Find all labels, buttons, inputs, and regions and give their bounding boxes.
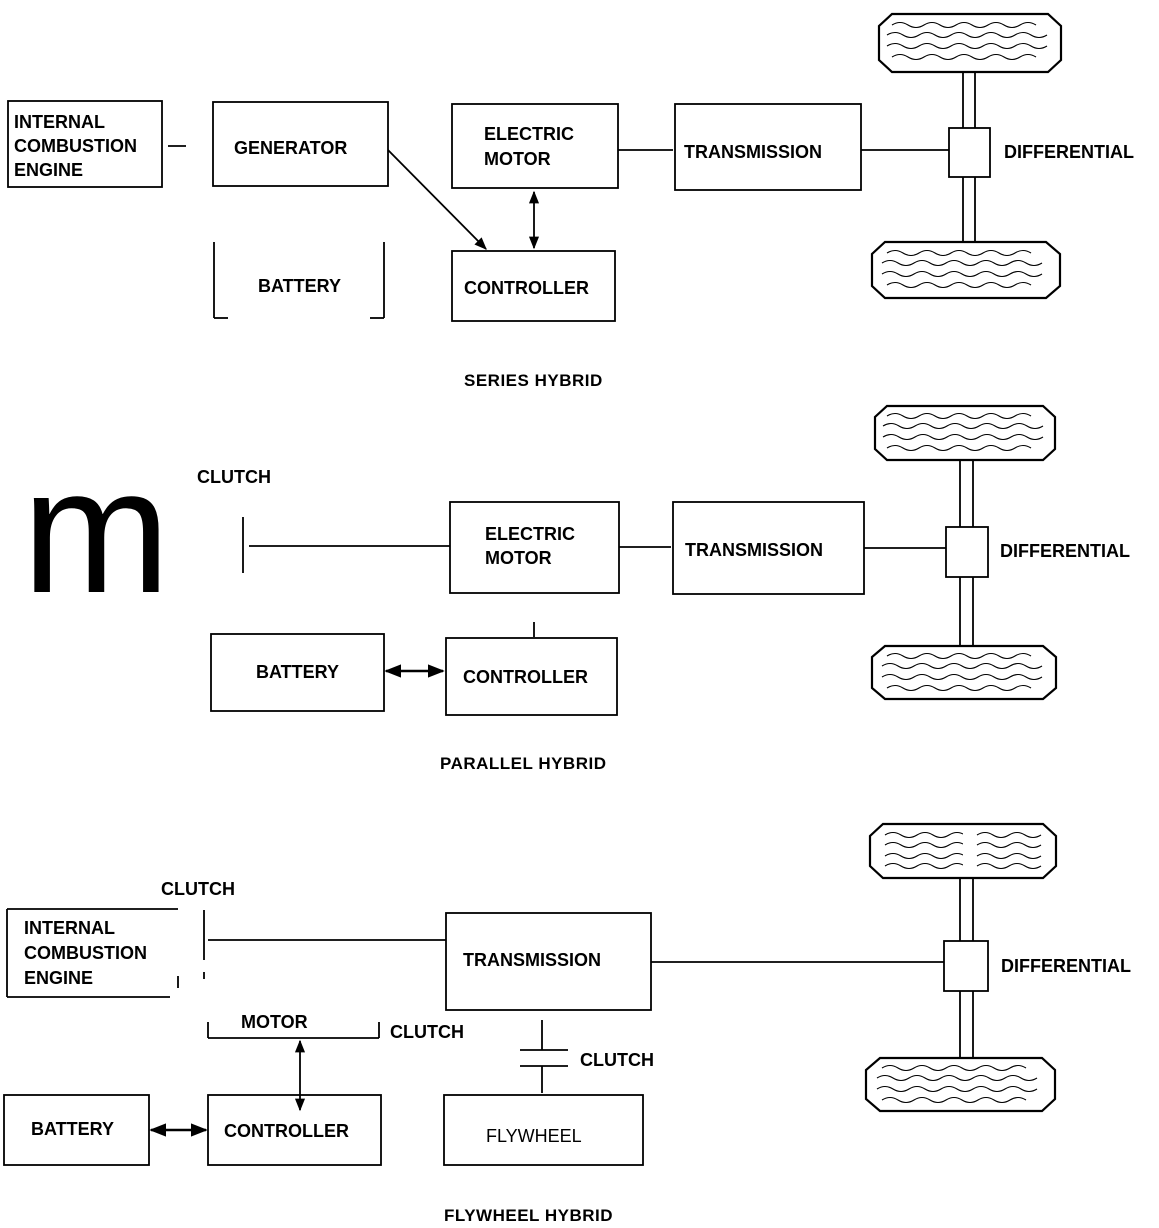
transmission-label: TRANSMISSION	[685, 540, 823, 560]
flywheel-label: FLYWHEEL	[486, 1126, 582, 1146]
parallel-title: PARALLEL HYBRID	[440, 754, 607, 773]
motor-box-partial	[207, 1022, 380, 1039]
motor-label-1: ELECTRIC	[484, 124, 574, 144]
battery-box	[3, 1094, 150, 1166]
engine-label-1: INTERNAL	[14, 112, 105, 132]
battery-label: BATTERY	[256, 662, 339, 682]
controller-box	[445, 637, 618, 716]
transmission-box	[674, 103, 862, 191]
series-title: SERIES HYBRID	[464, 371, 603, 390]
wheel-icon	[864, 1056, 1057, 1113]
differential-box	[945, 526, 989, 578]
differential-label: DIFFERENTIAL	[1001, 956, 1131, 976]
motor-label-2: MOTOR	[485, 548, 552, 568]
controller-label: CONTROLLER	[224, 1121, 349, 1141]
artifact-glyph: m	[22, 431, 170, 630]
engine-box	[7, 100, 163, 188]
clutch-label: CLUTCH	[197, 467, 271, 487]
controller-label: CONTROLLER	[463, 667, 588, 687]
wheel-icon	[868, 822, 1058, 880]
clutch-label-top: CLUTCH	[161, 879, 235, 899]
transmission-label: TRANSMISSION	[684, 142, 822, 162]
engine-label-1: INTERNAL	[24, 918, 115, 938]
clutch-label-motor: CLUTCH	[390, 1022, 464, 1042]
motor-label-1: ELECTRIC	[485, 524, 575, 544]
differential-label: DIFFERENTIAL	[1004, 142, 1134, 162]
engine-label-2: COMBUSTION	[24, 943, 147, 963]
battery-box-partial	[213, 242, 385, 319]
motor-label-2: MOTOR	[484, 149, 551, 169]
battery-box	[210, 633, 385, 712]
wheel-icon	[873, 404, 1057, 462]
controller-label: CONTROLLER	[464, 278, 589, 298]
controller-box	[451, 250, 616, 322]
flywheel-clutch	[520, 1020, 568, 1093]
flywheel-title: FLYWHEEL HYBRID	[444, 1206, 613, 1225]
engine-label-2: COMBUSTION	[14, 136, 137, 156]
generator-to-controller-arrow	[387, 149, 487, 250]
wheel-icon	[877, 12, 1063, 74]
flywheel-box	[443, 1094, 644, 1166]
differential-label: DIFFERENTIAL	[1000, 541, 1130, 561]
wheel-icon	[870, 644, 1058, 701]
controller-box	[207, 1094, 382, 1166]
generator-label: GENERATOR	[234, 138, 347, 158]
differential-box	[943, 940, 989, 992]
generator-box	[212, 101, 389, 187]
engine-label-3: ENGINE	[24, 968, 93, 988]
motor-box	[451, 103, 619, 189]
flywheel-hybrid-diagram: CLUTCH INTERNAL COMBUSTION ENGINE TRANSM…	[3, 822, 1131, 1225]
wheel-icon	[870, 240, 1062, 300]
battery-label: BATTERY	[258, 276, 341, 296]
engine-label-3: ENGINE	[14, 160, 83, 180]
series-hybrid-diagram: INTERNAL COMBUSTION ENGINE GENERATOR ELE…	[7, 12, 1134, 390]
transmission-label: TRANSMISSION	[463, 950, 601, 970]
engine-box-partial	[6, 908, 179, 998]
clutch-label-flywheel: CLUTCH	[580, 1050, 654, 1070]
parallel-hybrid-diagram: m CLUTCH ELECTRIC MOTOR TRANSMISSION DIF…	[22, 404, 1130, 773]
battery-label: BATTERY	[31, 1119, 114, 1139]
differential-box	[948, 127, 991, 178]
motor-label-partial: MOTOR	[241, 1012, 308, 1032]
